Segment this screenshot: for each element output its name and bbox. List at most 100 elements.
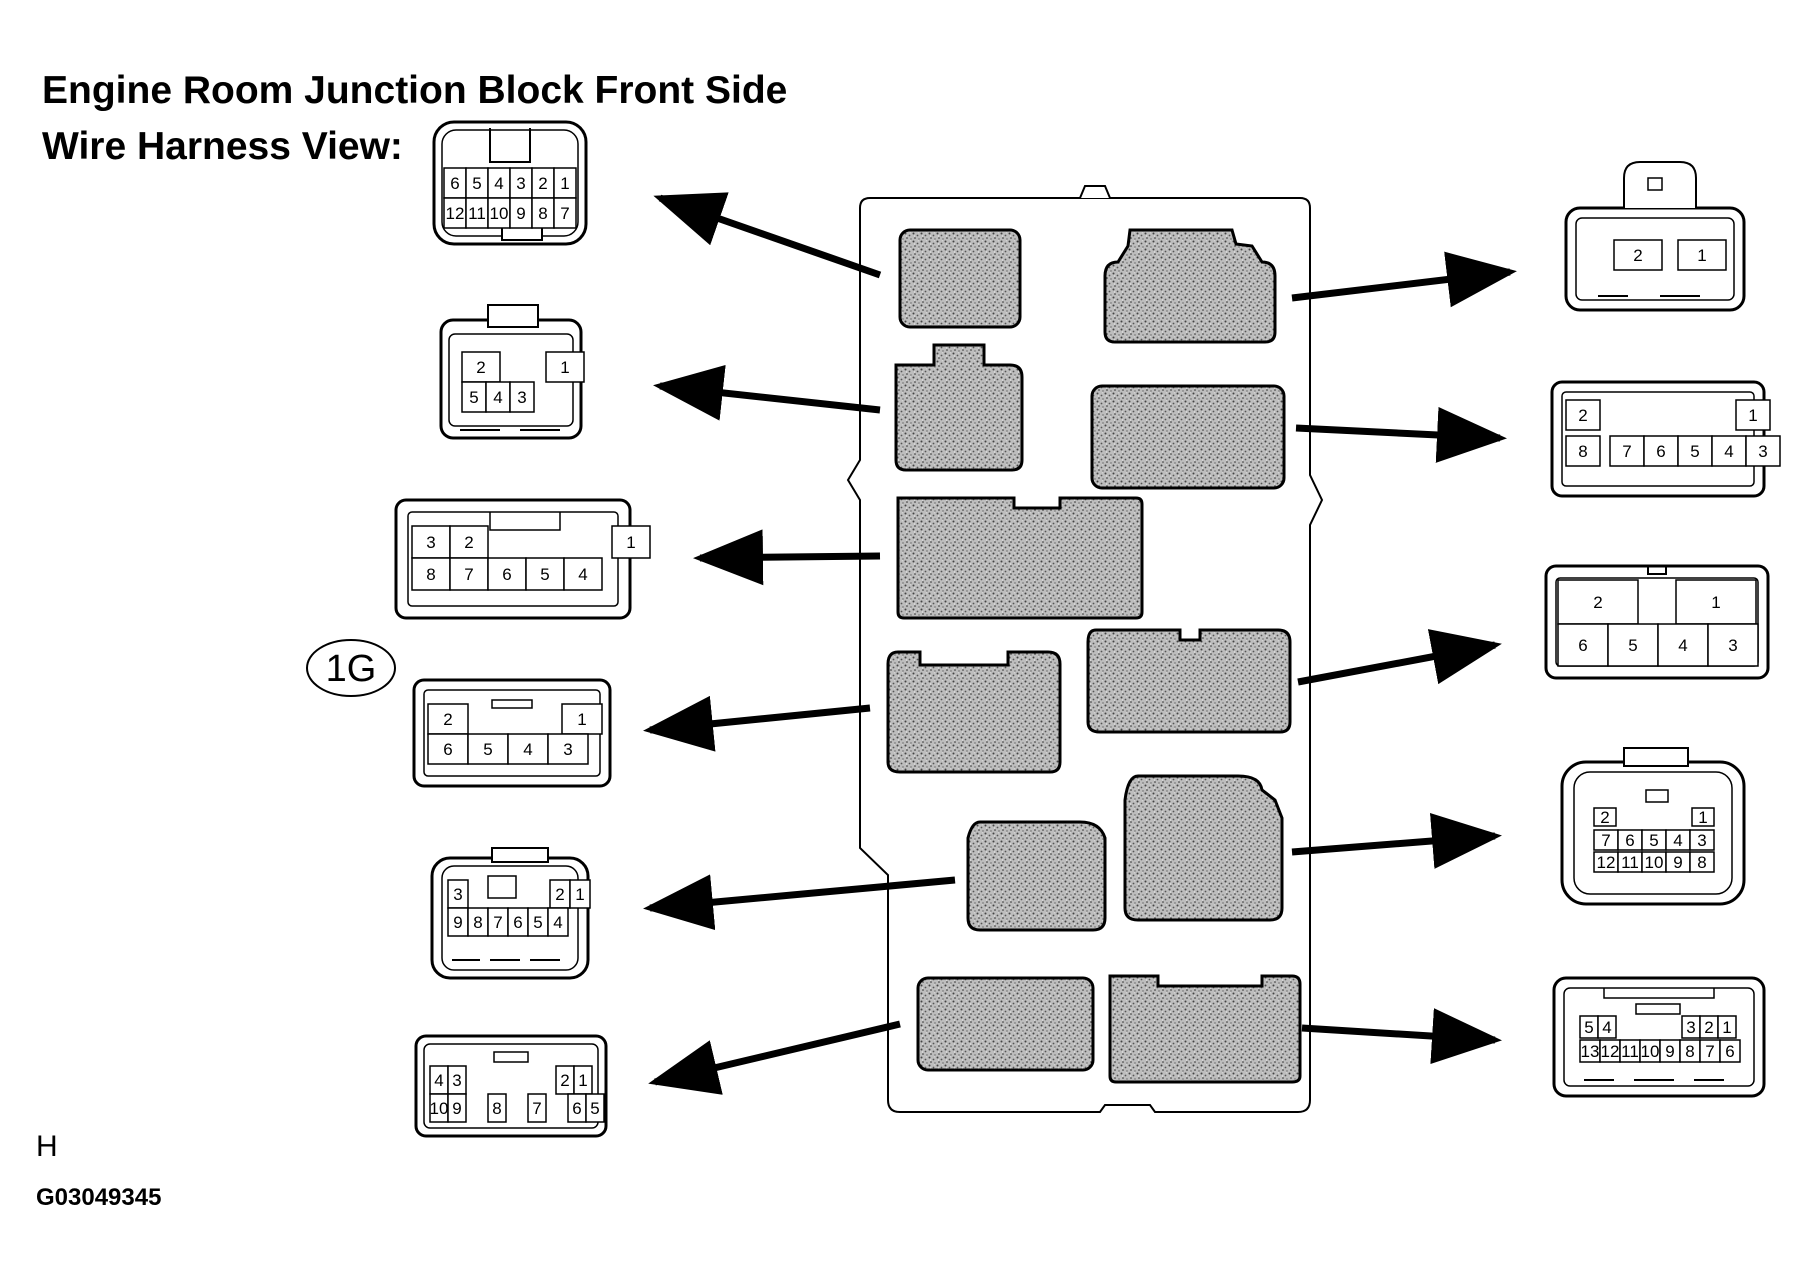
cavity-11	[1108, 974, 1302, 1084]
pin-cell-right-4	[1689, 829, 1715, 851]
pin-label-left-5: 8	[473, 913, 482, 932]
pin-label-left-3: 3	[426, 533, 435, 552]
pin-label-right-2: 6	[1656, 442, 1665, 461]
pin-label-left-4: 6	[443, 740, 452, 759]
callout-1g-label: 1G	[326, 648, 377, 690]
cavity-3	[894, 343, 1024, 472]
pin-cell-right-2	[1565, 399, 1601, 431]
pin-cell-left-6	[527, 1093, 547, 1123]
pin-cell-left-3	[449, 525, 489, 559]
pin-cell-left-5	[569, 879, 591, 909]
connector-right-4	[1560, 747, 1746, 906]
pin-cell-right-2	[1565, 435, 1601, 467]
pin-cell-right-1	[1613, 239, 1663, 271]
pin-cell-left-6	[487, 1093, 507, 1123]
cavity-1	[898, 228, 1022, 329]
arrows	[643, 192, 1517, 1095]
pin-label-left-1: 1	[560, 174, 569, 193]
pin-label-right-4: 12	[1597, 853, 1616, 872]
pin-cell-left-2	[509, 381, 535, 413]
pin-cell-right-3	[1607, 623, 1659, 667]
pin-cell-right-2	[1609, 435, 1645, 467]
pin-cell-left-4	[547, 733, 589, 765]
pin-cell-left-3	[611, 525, 651, 559]
pin-label-left-6: 10	[430, 1099, 449, 1118]
pin-label-left-1: 7	[560, 204, 569, 223]
pin-label-left-3: 2	[464, 533, 473, 552]
pin-label-right-5: 8	[1685, 1042, 1694, 1061]
pin-label-right-4: 8	[1697, 853, 1706, 872]
cavity-6	[886, 650, 1062, 774]
pin-cell-right-5	[1597, 1015, 1617, 1039]
pin-cell-left-4	[561, 703, 603, 735]
pin-label-left-1: 10	[490, 204, 509, 223]
pin-label-right-2: 5	[1690, 442, 1699, 461]
pin-label-left-3: 1	[626, 533, 635, 552]
pin-cell-left-2	[545, 351, 585, 383]
pin-label-right-2: 2	[1578, 406, 1587, 425]
pin-label-left-5: 4	[553, 913, 562, 932]
pin-label-left-5: 9	[453, 913, 462, 932]
pin-label-right-3: 4	[1678, 636, 1687, 655]
pin-label-right-4: 3	[1697, 831, 1706, 850]
arrow-left-6	[648, 1020, 901, 1095]
pin-label-right-5: 5	[1584, 1018, 1593, 1037]
pin-label-left-1: 6	[450, 174, 459, 193]
pin-label-left-3: 4	[578, 565, 587, 584]
pin-label-right-2: 1	[1748, 406, 1757, 425]
pin-label-right-3: 3	[1728, 636, 1737, 655]
pin-label-left-2: 3	[517, 388, 526, 407]
pin-cell-left-3	[411, 557, 451, 591]
pin-label-left-6: 2	[560, 1071, 569, 1090]
pin-label-right-5: 3	[1686, 1018, 1695, 1037]
pin-label-left-1: 4	[494, 174, 503, 193]
pin-cell-right-4	[1593, 807, 1617, 827]
pin-cell-right-4	[1689, 851, 1715, 873]
pin-cell-left-6	[447, 1093, 467, 1123]
pin-cell-right-2	[1711, 435, 1747, 467]
pin-label-right-3: 2	[1593, 593, 1602, 612]
callout-1g-ellipse	[306, 639, 396, 697]
pin-label-left-3: 6	[502, 565, 511, 584]
pin-cell-left-2	[485, 381, 511, 413]
pin-label-left-5: 6	[513, 913, 522, 932]
pin-label-right-5: 7	[1705, 1042, 1714, 1061]
cavity-10	[916, 976, 1095, 1072]
arrow-left-3	[693, 529, 881, 586]
cavity-5	[896, 496, 1144, 620]
pin-cell-left-3	[563, 557, 603, 591]
pin-label-left-3: 7	[464, 565, 473, 584]
pin-label-left-4: 5	[483, 740, 492, 759]
pin-label-right-4: 10	[1645, 853, 1664, 872]
pin-cell-right-3	[1707, 623, 1759, 667]
pin-label-right-5: 6	[1725, 1042, 1734, 1061]
pin-cell-right-3	[1557, 623, 1609, 667]
pin-label-left-5: 3	[453, 885, 462, 904]
pin-label-right-2: 4	[1724, 442, 1733, 461]
pin-label-right-4: 9	[1673, 853, 1682, 872]
cavity-4	[1090, 384, 1286, 490]
arrow-left-4	[643, 695, 871, 752]
pin-label-left-2: 4	[493, 388, 502, 407]
pin-label-left-2: 1	[560, 358, 569, 377]
pin-label-right-4: 6	[1625, 831, 1634, 850]
arrow-left-1	[653, 192, 882, 279]
pin-cell-right-3	[1657, 623, 1709, 667]
pin-label-left-4: 2	[443, 710, 452, 729]
arrow-right-5	[1301, 1008, 1502, 1065]
arrow-right-3	[1297, 629, 1502, 686]
arrow-left-2	[653, 364, 881, 421]
cavity-9	[1123, 774, 1284, 922]
pin-cell-left-3	[449, 557, 489, 591]
pin-label-right-5: 1	[1722, 1018, 1731, 1037]
pin-label-right-5: 9	[1665, 1042, 1674, 1061]
pin-label-left-6: 1	[578, 1071, 587, 1090]
pin-label-left-2: 2	[476, 358, 485, 377]
pin-label-left-6: 8	[492, 1099, 501, 1118]
pin-cell-right-3	[1675, 579, 1757, 625]
pin-label-left-4: 4	[523, 740, 532, 759]
pin-label-left-6: 3	[452, 1071, 461, 1090]
pin-label-right-4: 11	[1621, 853, 1639, 872]
pin-cell-left-3	[525, 557, 565, 591]
arrow-right-1	[1291, 251, 1517, 308]
